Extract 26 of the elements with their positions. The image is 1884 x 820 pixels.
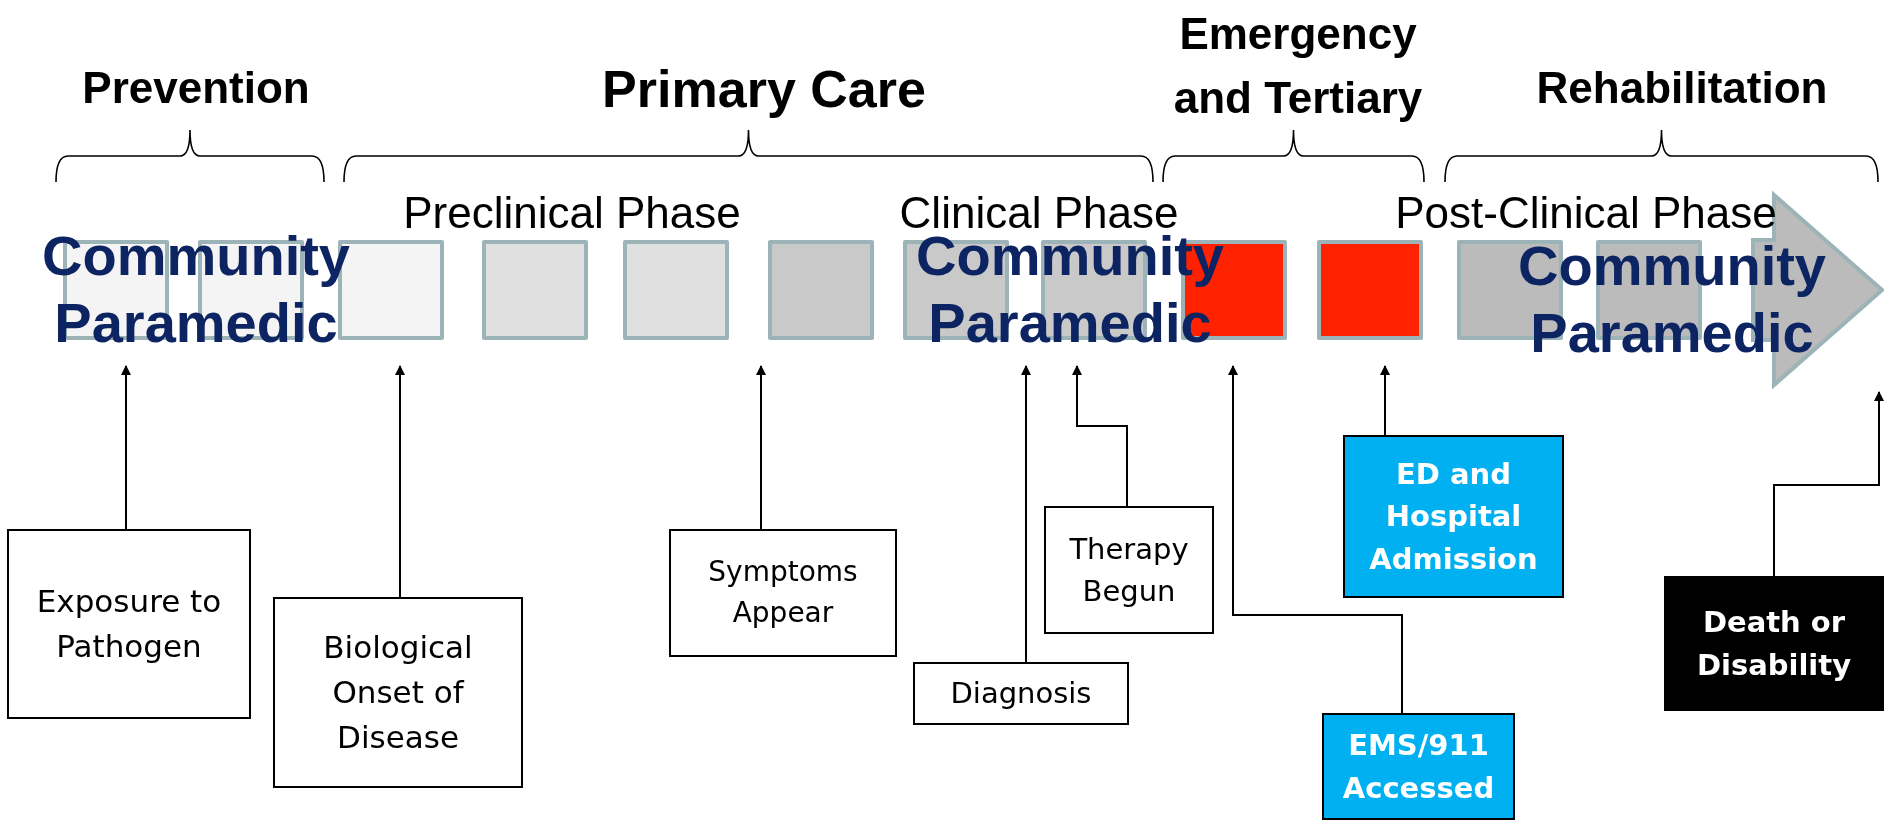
arrow: [1380, 365, 1390, 436]
event-box: Exposure to Pathogen: [7, 529, 251, 719]
arrow: [395, 365, 405, 598]
section-heading: Emergency and Tertiary: [1172, 8, 1424, 124]
event-box: Diagnosis: [913, 662, 1129, 725]
arrow: [1228, 365, 1403, 714]
event-box: Biological Onset of Disease: [273, 597, 523, 788]
event-box: Symptoms Appear: [669, 529, 897, 657]
arrow: [756, 365, 766, 530]
role-label: Community Paramedic: [41, 223, 351, 357]
timeline-square: [482, 240, 588, 340]
section-heading: Rehabilitation: [1536, 62, 1828, 114]
event-box: Death or Disability: [1664, 576, 1884, 711]
section-heading: Primary Care: [602, 59, 926, 120]
event-box: Therapy Begun: [1044, 506, 1214, 634]
arrow: [1021, 365, 1031, 663]
arrow: [121, 365, 131, 530]
timeline-square: [768, 240, 874, 340]
arrow: [1072, 365, 1128, 507]
arrow: [1773, 391, 1884, 577]
phase-label: Preclinical Phase: [403, 187, 741, 239]
event-box: ED and Hospital Admission: [1343, 435, 1564, 598]
timeline-square: [1317, 240, 1423, 340]
section-heading: Prevention: [82, 62, 310, 114]
timeline-square: [623, 240, 729, 340]
event-box: EMS/911 Accessed: [1322, 713, 1515, 820]
